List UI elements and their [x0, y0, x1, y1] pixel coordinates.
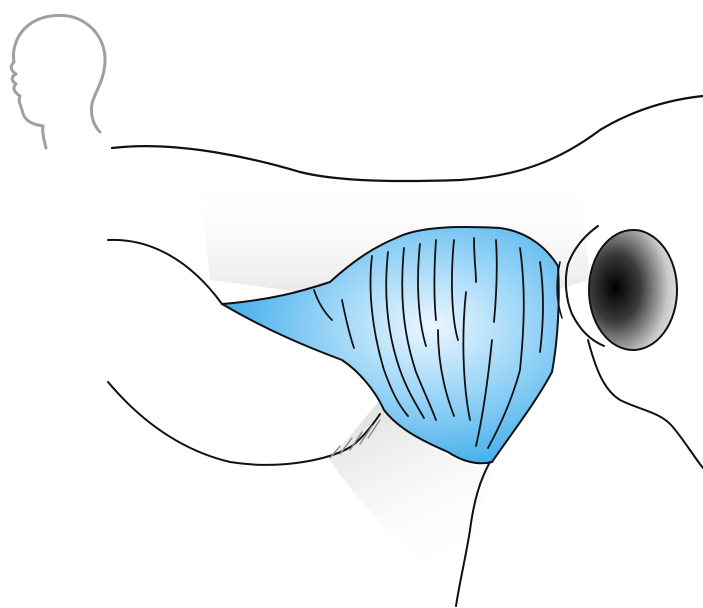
upper-lid-fold: [108, 240, 222, 304]
eyeball: [589, 230, 677, 350]
upper-eyelid: [112, 96, 703, 181]
lower-lateral-contour: [588, 340, 703, 468]
head-profile-icon: [11, 15, 105, 148]
lower-eyelid: [108, 382, 380, 465]
